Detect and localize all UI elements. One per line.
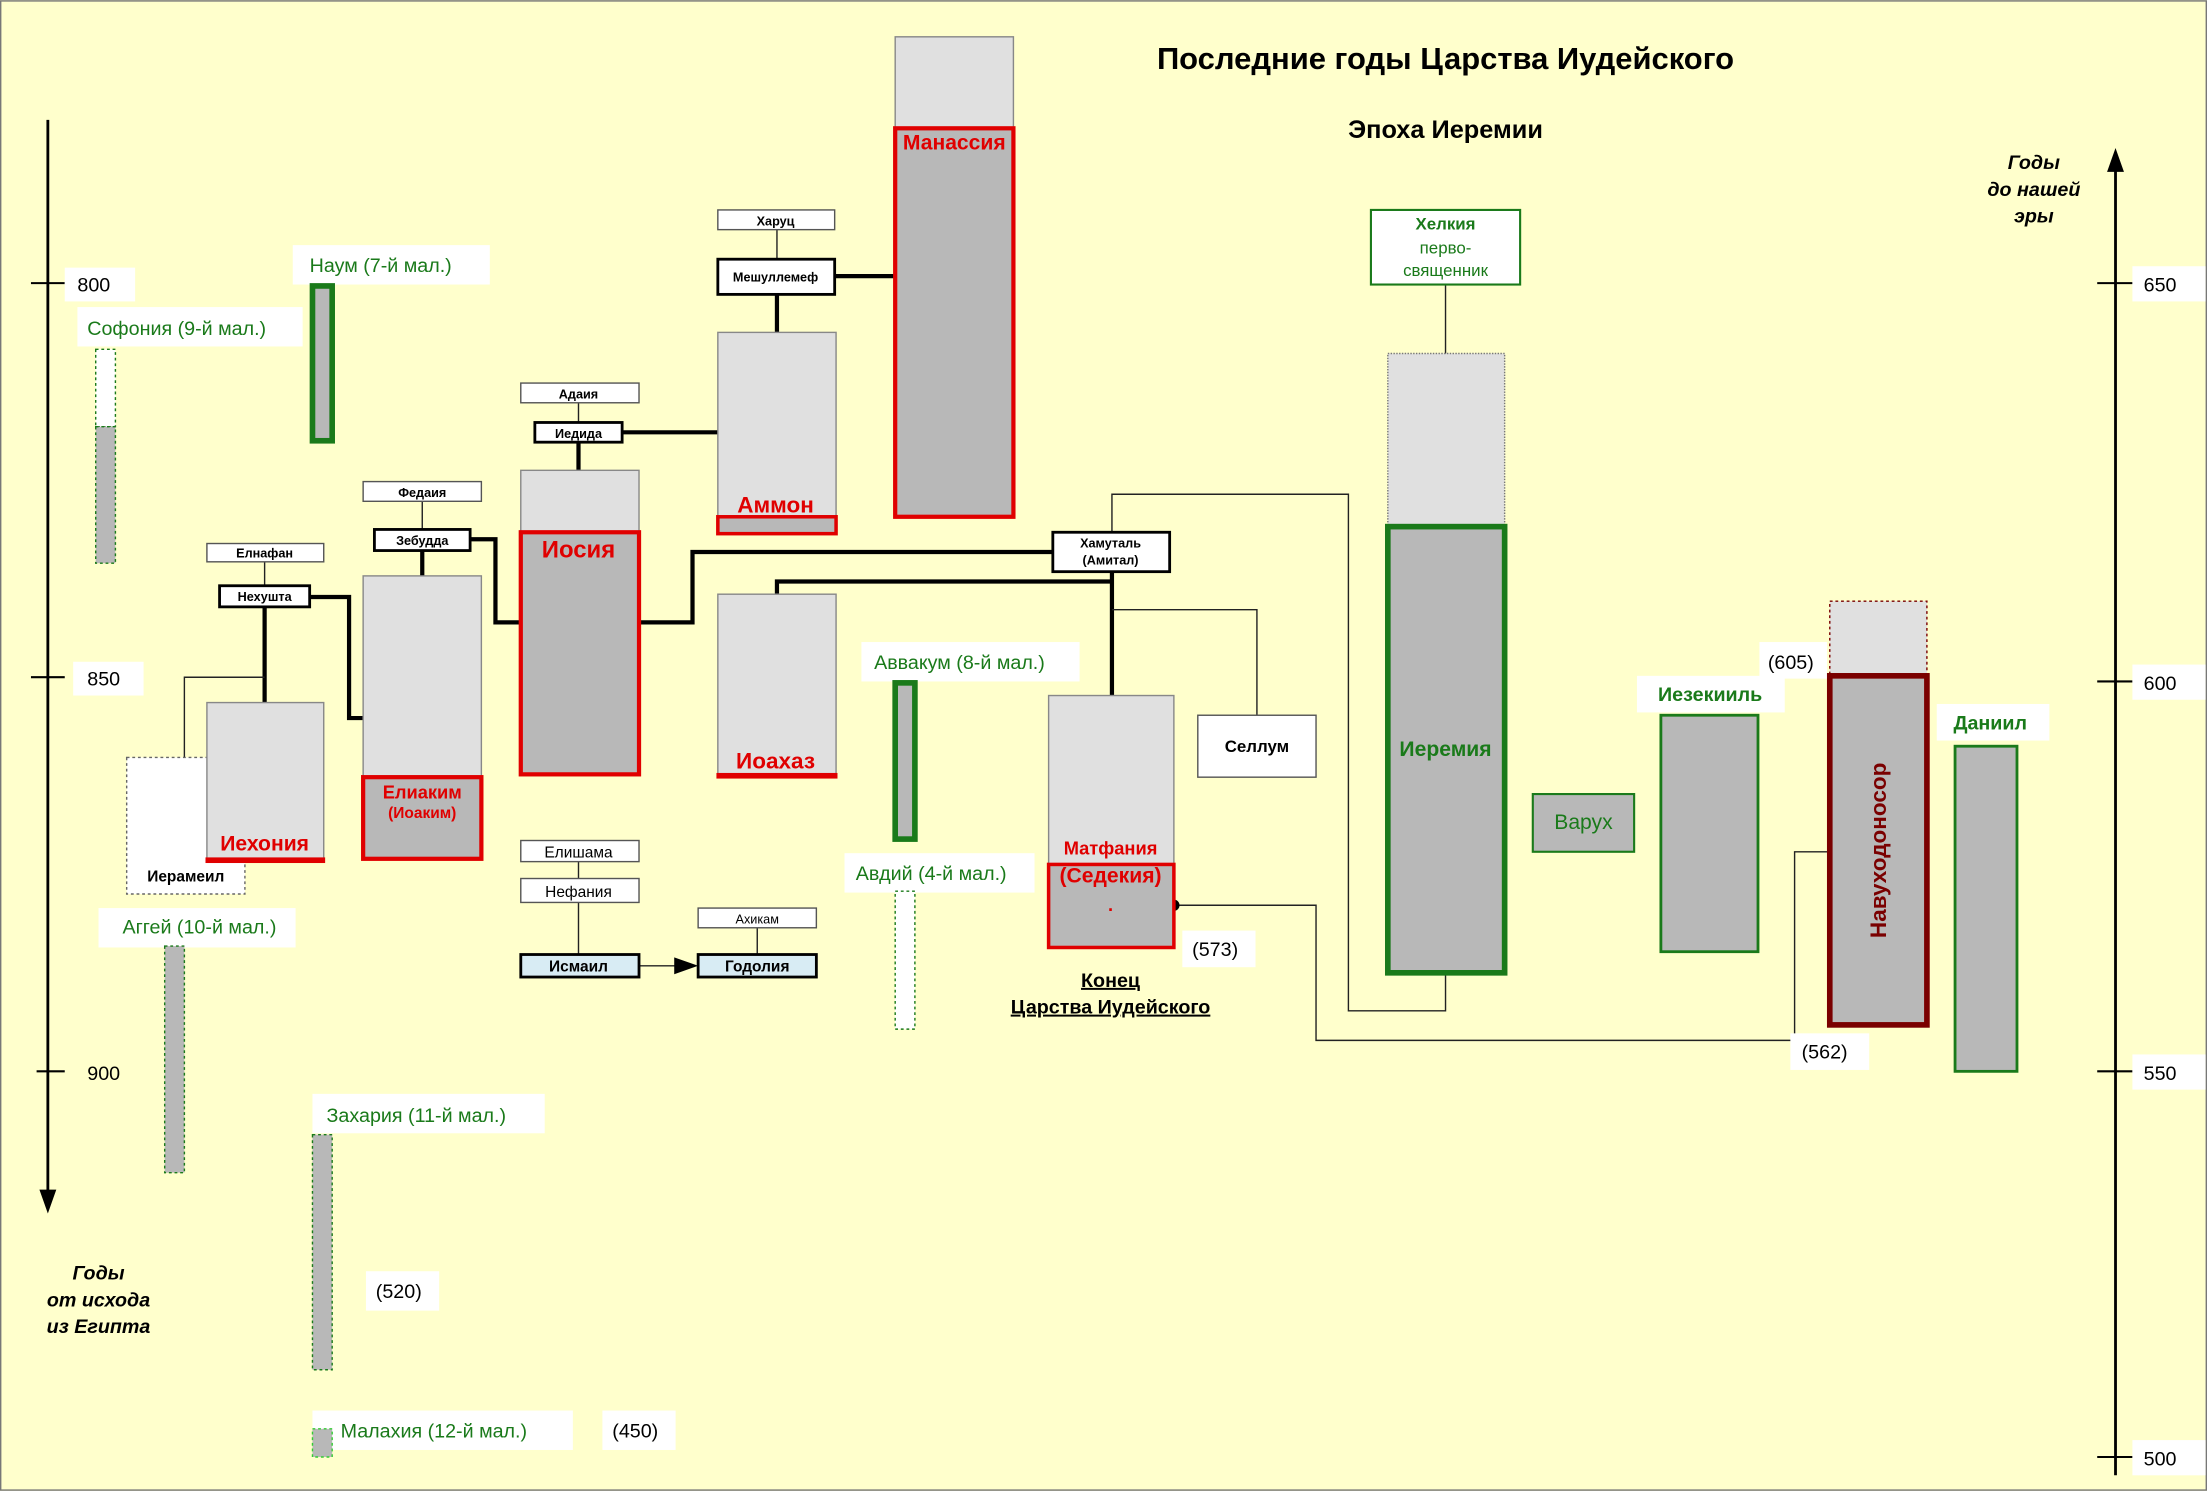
end-of-kingdom-label-1: Конец <box>1081 970 1140 992</box>
prophet-avdiy: Авдий (4-й мал.) <box>844 853 1035 1030</box>
prophet-avvakum: Аввакум (8-й мал.) <box>861 642 1080 842</box>
right-axis-caption-3: эры <box>2014 206 2054 228</box>
arrow-up-icon <box>2107 148 2124 172</box>
person-gedaliah: Годолия <box>725 958 790 975</box>
king-jeconiah-label: Иехония <box>220 832 309 855</box>
prophet-naum-bar <box>309 283 335 444</box>
person-nethaniah: Нефания <box>545 884 612 901</box>
person-haruz: Харуц <box>757 214 795 228</box>
prophet-malahia: Малахия (12-й мал.) <box>311 1410 573 1458</box>
king-manasseh-label: Манассия <box>903 131 1006 154</box>
king-josiah: Иосия <box>518 469 642 777</box>
person-adaiah: Адаия <box>559 388 598 402</box>
king-amon: Аммон <box>716 331 838 536</box>
right-tick-550: 550 <box>2144 1063 2177 1085</box>
right-tick-600: 600 <box>2144 673 2177 695</box>
king-mattaniah-alt-name: (Седекия) <box>1060 865 1162 888</box>
king-eliakim-alt-name: (Иоаким) <box>388 805 456 822</box>
right-axis-caption-1: Годы <box>2008 152 2060 174</box>
king-amon-label: Аммон <box>737 493 814 518</box>
prophet-malahia-label: Малахия (12-й мал.) <box>341 1420 527 1442</box>
person-ishmael: Исмаил <box>549 958 608 975</box>
king-nebuchadnezzar-label: Навуходоносор <box>1866 763 1891 938</box>
prophet-zaharia-label: Захария (11-й мал.) <box>327 1105 507 1127</box>
king-nebuchadnezzar: Навуходоносор <box>1826 600 1930 1028</box>
king-jehoahaz-label: Иоахаз <box>736 749 815 774</box>
arrow-right-icon <box>674 957 699 975</box>
prophet-sofonia: Софония (9-й мал.) <box>77 307 303 564</box>
person-zebudah: Зебудда <box>396 534 449 548</box>
person-hilkiah: Хелкия <box>1416 215 1476 234</box>
person-jerahmeel: Иерамеил <box>147 868 224 885</box>
king-mattaniah-dot: . <box>1108 894 1113 915</box>
prophet-zaharia-bar <box>311 1133 333 1371</box>
person-hamutal-alt-name: (Амитал) <box>1083 554 1139 568</box>
king-mattaniah-label: Матфания <box>1064 838 1158 859</box>
date-605: (605) <box>1768 652 1814 674</box>
left-axis-caption-2: от исхода <box>47 1289 150 1311</box>
end-of-kingdom-label-2: Царства Иудейского <box>1011 997 1211 1019</box>
king-josiah-label: Иосия <box>542 537 615 564</box>
date-520: (520) <box>376 1281 422 1303</box>
prophet-daniel-label: Даниил <box>1953 712 2027 734</box>
prophet-jeremiah: Иеремия <box>1385 352 1508 976</box>
prophet-zaharia: Захария (11-й мал.) <box>311 1093 545 1371</box>
prophet-naum: Наум (7-й мал.) <box>292 245 490 444</box>
person-elishama: Елишама <box>544 844 613 861</box>
prophet-sofonia-bar <box>95 425 117 564</box>
person-jedidah: Иедида <box>555 427 603 441</box>
left-axis-caption-1: Годы <box>72 1263 124 1285</box>
person-shallum: Селлум <box>1225 737 1289 756</box>
left-tick-900: 900 <box>87 1063 120 1085</box>
prophet-avvakum-label: Аввакум (8-й мал.) <box>874 652 1045 674</box>
connectors <box>183 229 1830 1042</box>
king-jeconiah: Иехония <box>205 701 326 864</box>
person-pedaiah: Федаия <box>398 486 446 500</box>
king-jehoahaz: Иоахаз <box>716 593 838 779</box>
prophet-avdiy-label: Авдий (4-й мал.) <box>856 863 1007 885</box>
left-tick-850: 850 <box>87 669 120 691</box>
right-axis-caption-2: до нашей <box>1987 179 2080 201</box>
king-mattaniah: Матфания (Седекия) . <box>1046 694 1176 950</box>
prophet-ezekiel: Иезекииль <box>1636 675 1785 954</box>
prophet-jeremiah-label: Иеремия <box>1399 738 1491 761</box>
prophet-aggei: Аггей (10-й мал.) <box>98 908 296 1174</box>
date-562: (562) <box>1802 1042 1848 1064</box>
date-450: (450) <box>612 1420 658 1442</box>
prophet-avvakum-bar <box>892 680 918 842</box>
king-eliakim-label: Елиаким <box>383 781 462 802</box>
person-ahikam: Ахикам <box>736 913 779 927</box>
prophet-malahia-bar <box>311 1428 333 1458</box>
right-tick-500: 500 <box>2144 1448 2177 1470</box>
left-tick-800: 800 <box>77 275 110 297</box>
page-title: Последние годы Царства Иудейского <box>1157 41 1734 76</box>
prophet-sofonia-label: Софония (9-й мал.) <box>87 318 266 340</box>
king-eliakim: Елиаким (Иоаким) <box>361 575 484 861</box>
person-elnathan: Елнафан <box>236 547 293 561</box>
person-nehushta: Нехушта <box>238 590 293 604</box>
right-axis: 650 600 550 500 Годы до нашей эры <box>1987 148 2206 1476</box>
person-baruch: Варух <box>1531 793 1636 853</box>
person-hamutal: Хамуталь <box>1080 537 1141 551</box>
right-tick-650: 650 <box>2144 275 2177 297</box>
arrow-down-icon <box>39 1189 57 1214</box>
person-hilkiah-title-2: священник <box>1403 261 1488 280</box>
person-baruch-label: Варух <box>1554 811 1613 834</box>
left-axis: 800 850 900 Годы от исхода из Египта <box>30 119 151 1338</box>
person-hilkiah-title-1: перво- <box>1420 239 1472 258</box>
prophet-avdiy-bar <box>894 890 916 1030</box>
king-manasseh: Манассия <box>893 36 1016 519</box>
prophet-aggei-bar <box>163 945 186 1174</box>
date-573: (573) <box>1192 939 1238 961</box>
prophet-aggei-label: Аггей (10-й мал.) <box>122 916 276 938</box>
page-subtitle: Эпоха Иеремии <box>1348 116 1543 144</box>
prophet-naum-label: Наум (7-й мал.) <box>310 255 452 277</box>
prophet-ezekiel-label: Иезекииль <box>1658 684 1762 706</box>
prophet-daniel: Даниил <box>1936 703 2050 1073</box>
left-axis-caption-3: из Египта <box>47 1316 151 1338</box>
person-meshullemeth: Мешуллемеф <box>733 271 818 285</box>
